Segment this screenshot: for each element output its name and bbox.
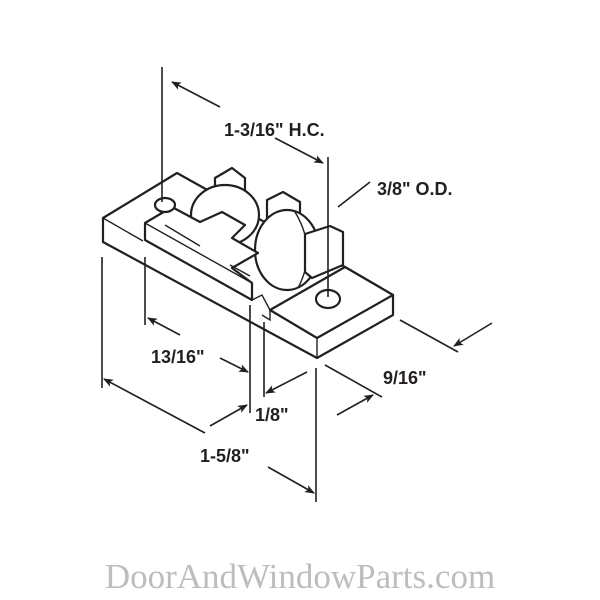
post-tab <box>303 224 345 280</box>
dim-label-width: 9/16" <box>383 368 427 388</box>
dim-label-hole-center: 1-3/16" H.C. <box>224 120 325 140</box>
mounting-hole-back <box>153 196 177 214</box>
dim-label-outer-diameter: 3/8" O.D. <box>377 179 453 199</box>
dim-label-notch: 1/8" <box>255 405 289 425</box>
roller-part <box>101 166 395 360</box>
watermark: DoorAndWindowParts.com <box>105 557 495 596</box>
dimension-lines <box>101 67 493 502</box>
dim-label-roller-offset: 13/16" <box>151 347 205 367</box>
dim-label-length: 1-5/8" <box>200 446 250 466</box>
